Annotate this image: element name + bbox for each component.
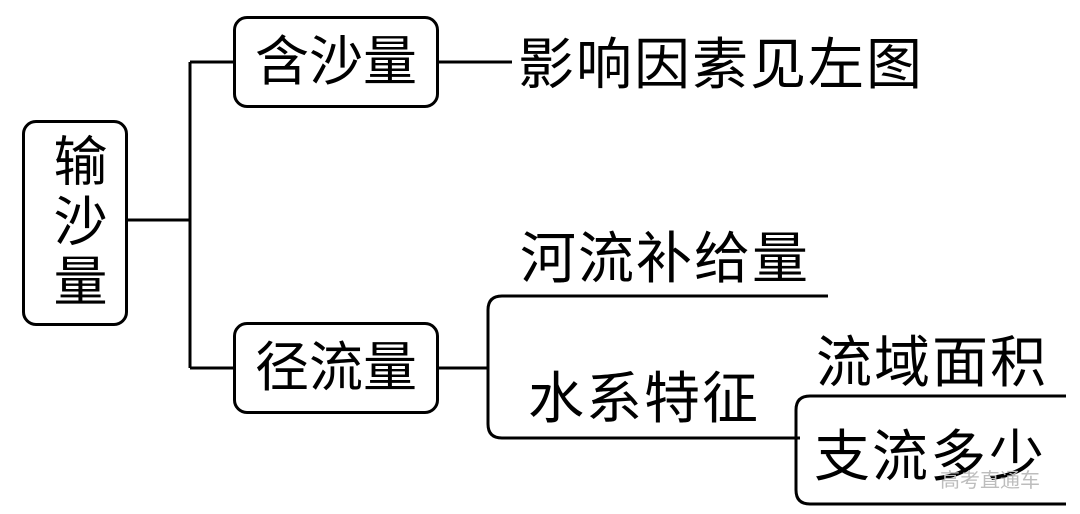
runoff-node: 径流量 (233, 322, 439, 414)
tributary-count-label: 支流多少 (814, 425, 1046, 490)
watermark: 高考直通车 (940, 468, 1040, 492)
sediment-content-note: 影响因素见左图 (518, 33, 924, 98)
bracket-runoff (486, 294, 828, 440)
bracket-river-system (794, 394, 1066, 506)
river-supply-label: 河流补给量 (520, 227, 810, 292)
root-node: 输沙量 (22, 120, 128, 326)
root-label: 输沙量 (44, 133, 107, 313)
sediment-content-node: 含沙量 (233, 16, 439, 108)
sediment-content-label: 含沙量 (255, 30, 417, 93)
basin-area-label: 流域面积 (816, 331, 1048, 396)
river-system-label: 水系特征 (528, 367, 760, 432)
runoff-label: 径流量 (255, 336, 417, 399)
